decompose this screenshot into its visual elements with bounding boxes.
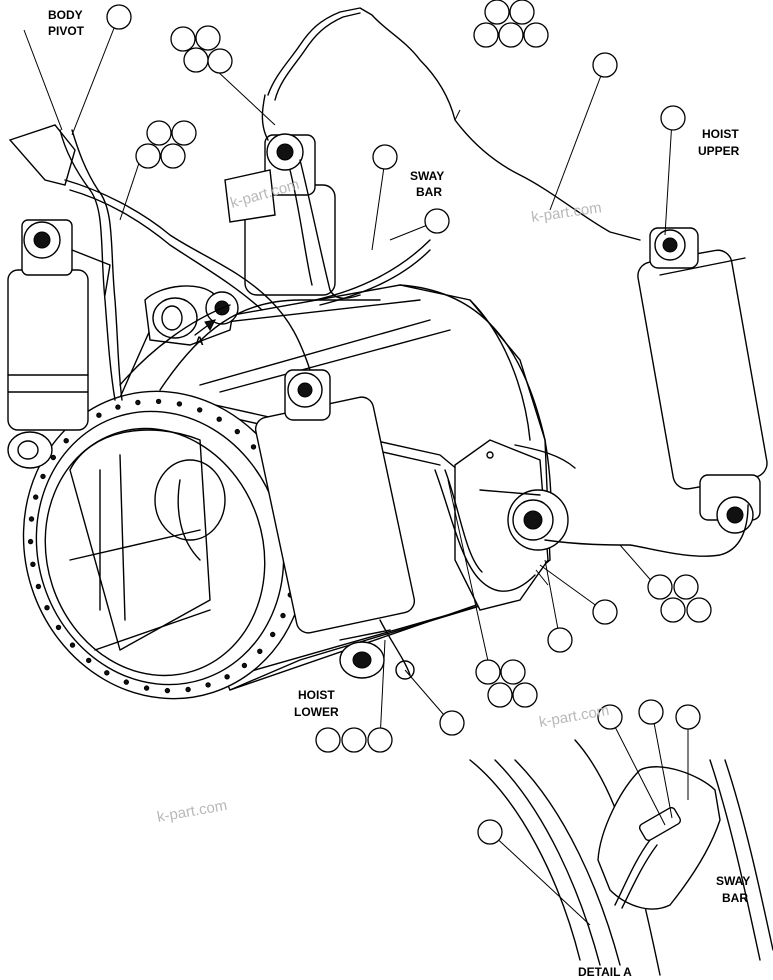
flange-bolt-hole — [155, 398, 162, 405]
callout-balloon — [523, 22, 549, 48]
flange-bolt-hole — [197, 407, 203, 413]
sway-bar-mount-bracket — [454, 439, 569, 611]
flange-bolt-hole — [40, 473, 46, 480]
callout-balloon — [638, 699, 664, 725]
label-sway-bar-top-line2: BAR — [416, 185, 442, 199]
flange-bolt-hole — [28, 516, 35, 522]
callout-balloon — [660, 105, 686, 131]
flange-bolt-hole — [250, 444, 257, 450]
callout-balloon — [475, 659, 501, 685]
callout-balloon — [509, 0, 535, 25]
label-sway-bar-detail-line2: BAR — [722, 891, 748, 905]
callout-balloons — [106, 0, 712, 845]
flange-bolt-hole — [224, 674, 230, 680]
callout-balloon — [170, 26, 196, 52]
flange-bolt-hole — [270, 631, 276, 638]
label-hoist-lower-line1: HOIST — [298, 688, 335, 702]
label-sway-bar-top-line1: SWAY — [410, 169, 444, 183]
callout-balloon — [160, 143, 186, 169]
label-view-a: A — [195, 334, 204, 348]
flange-bolt-hole — [69, 642, 76, 648]
callout-balloon — [135, 143, 161, 169]
flange-bolt-hole — [104, 670, 110, 676]
label-hoist-upper-line2: UPPER — [698, 144, 740, 158]
callout-balloon — [647, 574, 673, 600]
hydraulic-lines — [59, 7, 749, 680]
left-hoist-cylinder — [7, 219, 111, 469]
callout-balloon — [146, 120, 172, 146]
label-body-pivot-line2: PIVOT — [48, 24, 85, 38]
flange-bolt-hole — [44, 605, 50, 611]
hoist-lower-cylinder — [254, 369, 416, 679]
callout-balloon — [367, 727, 393, 753]
callout-balloon — [547, 627, 573, 653]
flange-bolt-hole — [164, 687, 171, 694]
watermark: k-part.com — [538, 702, 611, 731]
flange-bolt-hole — [30, 561, 36, 567]
flange-bolt-hole — [86, 657, 92, 664]
flange-bolt-hole — [185, 686, 191, 693]
callout-balloon — [675, 704, 701, 730]
flange-bolt-hole — [27, 538, 34, 545]
callout-balloon — [592, 52, 618, 78]
view-arrow-a — [194, 319, 216, 336]
callout-balloon — [597, 704, 623, 730]
callout-balloon — [498, 22, 524, 48]
watermark: k-part.com — [156, 797, 229, 826]
flange-bolt-hole — [123, 679, 130, 685]
callout-balloon — [195, 25, 221, 51]
callout-balloon — [477, 819, 503, 845]
callout-balloon — [487, 682, 513, 708]
label-hoist-lower-line2: LOWER — [294, 705, 339, 719]
callout-balloon — [183, 47, 209, 73]
callout-balloon — [660, 597, 686, 623]
callout-balloon — [372, 144, 398, 170]
callout-balloon — [341, 727, 367, 753]
callout-balloon — [512, 682, 538, 708]
callout-balloon — [673, 574, 699, 600]
flange-bolt-hole — [143, 685, 150, 691]
flange-bolt-hole — [63, 438, 69, 444]
text-labels: BODY PIVOT SWAY BAR HOIST UPPER HOIST LO… — [48, 8, 750, 979]
label-sway-bar-detail-line1: SWAY — [716, 874, 750, 888]
flange-bolt-hole — [50, 454, 56, 461]
callout-balloon — [686, 597, 712, 623]
flange-bolt-hole — [135, 399, 141, 406]
detail-a-view — [469, 739, 773, 976]
flange-bolt-hole — [96, 412, 102, 418]
callout-balloon — [106, 4, 132, 30]
flange-bolt-hole — [216, 416, 222, 422]
label-detail-a: DETAIL A — [578, 965, 632, 979]
middle-hoist-cylinder — [224, 133, 336, 296]
flange-bolt-hole — [280, 612, 286, 619]
callout-balloon — [207, 48, 233, 74]
callout-balloon — [500, 659, 526, 685]
flange-bolt-hole — [115, 404, 121, 410]
callout-balloon — [592, 599, 618, 625]
flange-bolt-hole — [55, 624, 62, 631]
flange-bolt-hole — [33, 494, 39, 500]
callout-balloon — [171, 120, 197, 146]
hoist-upper-cylinder — [637, 227, 768, 534]
callout-balloon — [315, 727, 341, 753]
callout-balloon — [424, 208, 450, 234]
flange-bolt-hole — [241, 662, 248, 669]
flange-bolt-hole — [257, 648, 263, 654]
watermark: k-part.com — [530, 199, 603, 226]
callout-balloon — [439, 710, 465, 736]
callout-balloon — [484, 0, 510, 25]
flange-bolt-hole — [234, 428, 241, 435]
label-hoist-upper-line1: HOIST — [702, 127, 739, 141]
flange-bolt-hole — [176, 401, 183, 407]
flange-bolt-hole — [205, 682, 211, 688]
callout-balloon — [473, 22, 499, 48]
label-body-pivot-line1: BODY — [48, 8, 83, 22]
flange-bolt-hole — [35, 583, 42, 590]
